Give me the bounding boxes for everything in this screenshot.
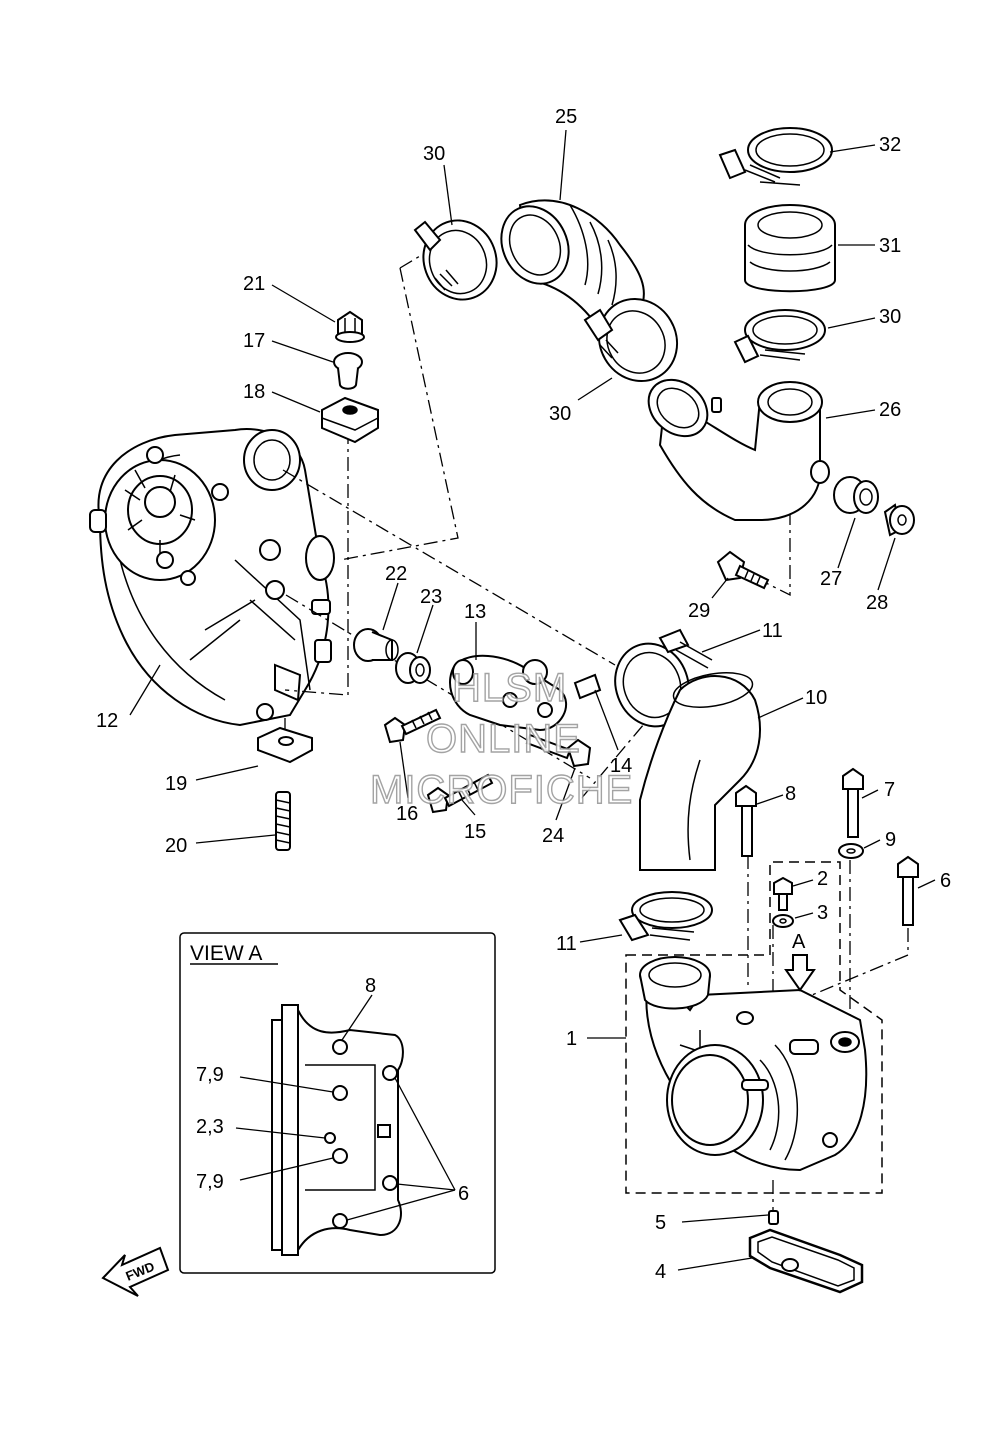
rubber-joint-part-31	[744, 204, 836, 293]
hose-clamp-part-11-upper	[614, 628, 713, 728]
label-10: 10	[805, 687, 827, 709]
fwd-arrow-icon: FWD	[101, 1246, 170, 1297]
view-a-title: VIEW A	[190, 942, 262, 965]
label-19: 19	[165, 773, 187, 795]
watermark-line-3: MICROFICHE	[370, 768, 633, 812]
bolt-part-8	[735, 784, 757, 857]
bolt-part-6	[897, 855, 919, 926]
part-number-labels: 30 25 32 31 30 26 30 27 28 29 21 17 18 1…	[96, 106, 951, 1283]
view-a-label-8: 8	[365, 975, 376, 997]
label-14: 14	[610, 755, 632, 777]
label-11-lower: 11	[556, 933, 577, 955]
plate-part-19	[257, 726, 313, 764]
label-18: 18	[243, 381, 265, 403]
watermark-line-1: HLSM	[452, 666, 567, 710]
label-1: 1	[566, 1028, 577, 1050]
washer-part-9	[838, 843, 864, 859]
fitting-part-22	[353, 628, 399, 662]
label-2: 2	[817, 868, 828, 890]
pin-part-5	[768, 1210, 779, 1225]
label-6: 6	[940, 870, 951, 892]
grommet-part-23	[395, 652, 431, 684]
label-32: 32	[879, 134, 901, 156]
bolt-part-2	[773, 876, 793, 911]
pump-housing-part-12	[89, 428, 335, 727]
washer-part-3	[772, 914, 794, 928]
label-12: 12	[96, 710, 118, 732]
stud-part-20	[275, 791, 291, 851]
label-22: 22	[385, 563, 407, 585]
label-17: 17	[243, 330, 265, 352]
label-31: 31	[879, 235, 901, 257]
view-a-inset: VIEW A FWD	[101, 932, 496, 1297]
label-27: 27	[820, 568, 842, 590]
bolt-part-15	[426, 773, 494, 814]
label-8: 8	[785, 783, 796, 805]
view-a-label-6: 6	[458, 1183, 469, 1205]
watermark-line-2: ONLINE	[426, 717, 581, 761]
label-24: 24	[542, 825, 564, 847]
leader-lines	[129, 129, 936, 1271]
label-28: 28	[866, 592, 888, 614]
label-30-right: 30	[879, 306, 901, 328]
gasket-part-4	[748, 1228, 864, 1294]
bracket-part-13	[449, 654, 602, 732]
view-arrow-label: A	[792, 931, 806, 953]
cap-part-21	[335, 310, 365, 343]
hose-clamp-part-11-lower	[618, 891, 713, 942]
view-a-label-7-9-lower: 7,9	[196, 1171, 224, 1193]
label-23: 23	[420, 586, 442, 608]
hose-part-25	[500, 199, 679, 383]
view-arrow-a: A	[784, 931, 816, 992]
label-5: 5	[655, 1212, 666, 1234]
label-9: 9	[885, 829, 896, 851]
label-4: 4	[655, 1261, 666, 1283]
bolt-part-29	[716, 550, 770, 590]
collar-part-17	[333, 352, 363, 390]
label-16: 16	[396, 803, 418, 825]
hose-clamp-part-30-right	[733, 309, 826, 364]
cap-part-28	[883, 503, 915, 537]
label-26: 26	[879, 399, 901, 421]
label-25: 25	[555, 106, 577, 128]
label-15: 15	[464, 821, 486, 843]
watermark: HLSM ONLINE MICROFICHE	[369, 665, 633, 812]
label-29: 29	[688, 600, 710, 622]
view-a-label-2-3: 2,3	[196, 1116, 224, 1138]
view-a-label-7-9-upper: 7,9	[196, 1064, 224, 1086]
label-21: 21	[243, 273, 265, 295]
grommet-part-27	[833, 476, 879, 514]
pump-casing-part-1	[625, 861, 883, 1194]
label-3: 3	[817, 902, 828, 924]
label-7: 7	[884, 779, 895, 801]
hose-part-10	[639, 672, 761, 871]
label-11-upper: 11	[762, 620, 783, 642]
hose-clamp-part-32	[718, 127, 833, 186]
rubber-mount-part-18	[321, 396, 379, 444]
hose-clamp-part-30-left	[413, 219, 498, 301]
bolt-part-7	[842, 767, 864, 838]
label-13: 13	[464, 601, 486, 623]
elbow-pipe-part-26	[647, 378, 830, 521]
bolt-part-16	[383, 708, 442, 744]
label-30-left: 30	[423, 143, 445, 165]
bolt-part-24	[525, 733, 592, 768]
label-20: 20	[165, 835, 187, 857]
label-30-mid: 30	[549, 403, 571, 425]
